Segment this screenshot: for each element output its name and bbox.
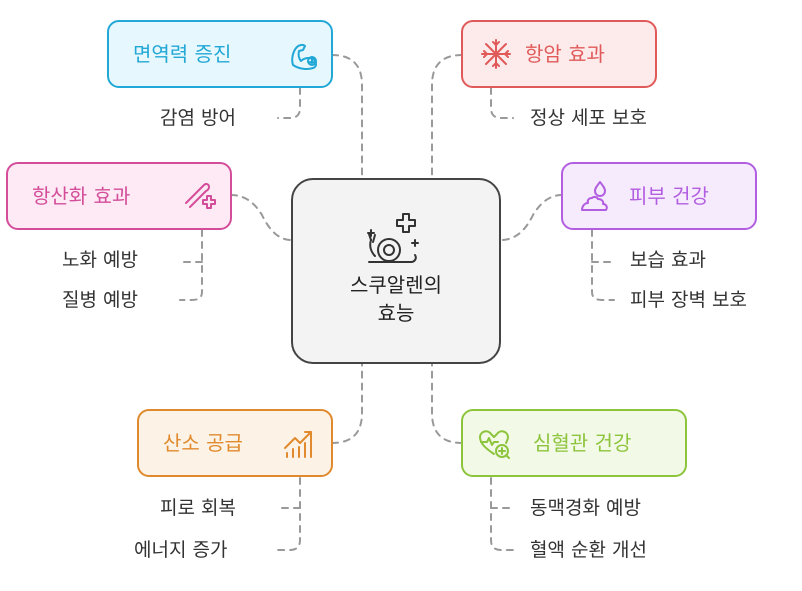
sub-oxygen-2: 에너지 증가 (134, 539, 228, 561)
flexed-arm-icon (291, 43, 317, 70)
connector-immunity (331, 54, 363, 179)
node-skin-label: 피부 건강 (629, 184, 709, 208)
sub-skin-2: 피부 장벽 보호 (630, 289, 747, 311)
connector-skin-sub (591, 229, 615, 301)
node-antioxidant: 항산화 효과 (6, 162, 232, 230)
connector-anticancer-sub (490, 87, 514, 119)
node-anticancer: 항암 효과 (461, 20, 657, 88)
sub-anticancer-1: 정상 세포 보호 (530, 107, 647, 129)
connector-cardio (431, 363, 463, 444)
node-oxygen: 산소 공급 (137, 409, 333, 477)
cream-drop-icon (581, 181, 608, 211)
node-anticancer-label: 항암 효과 (525, 42, 605, 66)
connector-antioxidant (230, 194, 292, 241)
center-title-line2: 효능 (377, 301, 415, 325)
center-title-line1: 스쿠알렌의 (350, 273, 442, 297)
connector-oxygen (331, 363, 363, 444)
center-node: 스쿠알렌의 효능 (291, 178, 501, 364)
heart-monitor-icon (479, 430, 510, 459)
node-cardio-label: 심혈관 건강 (533, 431, 632, 455)
node-skin: 피부 건강 (561, 162, 757, 230)
sub-cardio-1: 동맥경화 예방 (530, 497, 641, 519)
bar-growth-icon (284, 431, 312, 458)
snowflake-cell-icon (481, 39, 511, 69)
sub-antioxidant-2: 질병 예방 (62, 289, 138, 311)
sub-skin-1: 보습 효과 (630, 249, 706, 271)
connector-anticancer (431, 54, 463, 179)
connector-cardio-sub (490, 477, 514, 551)
sub-immunity-1: 감염 방어 (160, 107, 236, 129)
node-cardio: 심혈관 건강 (461, 409, 687, 477)
sub-oxygen-1: 피로 회복 (160, 497, 236, 519)
node-antioxidant-label: 항산화 효과 (32, 184, 131, 208)
node-immunity-label: 면역력 증진 (133, 42, 232, 66)
connector-antioxidant-sub (179, 229, 203, 301)
connector-immunity-sub (277, 87, 301, 119)
node-immunity: 면역력 증진 (107, 20, 333, 88)
snail-health-icon (367, 213, 419, 263)
sub-antioxidant-1: 노화 예방 (62, 249, 138, 271)
syringe-plus-icon (185, 182, 216, 209)
connector-skin (500, 194, 563, 241)
sub-cardio-2: 혈액 순환 개선 (530, 539, 647, 561)
connector-oxygen-sub (277, 477, 301, 551)
node-oxygen-label: 산소 공급 (163, 431, 243, 455)
